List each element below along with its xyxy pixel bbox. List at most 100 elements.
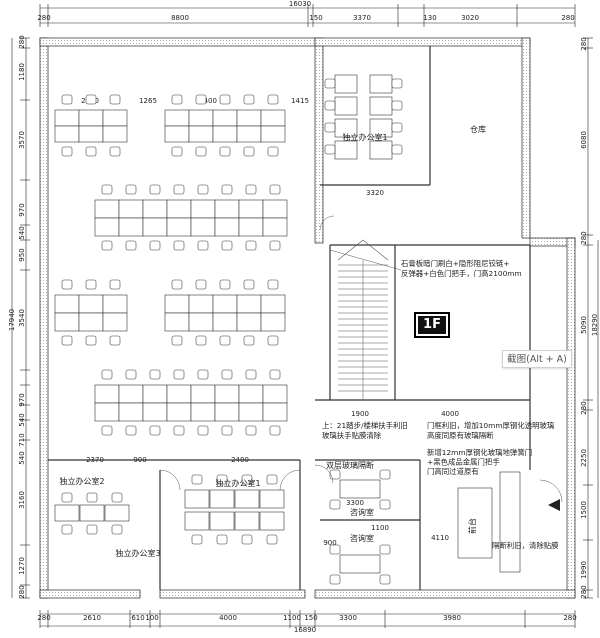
inner-dim-label: 1265: [139, 97, 157, 105]
chair: [191, 534, 203, 545]
desk-cluster-c: [190, 199, 216, 219]
desk-cluster-c: [262, 217, 288, 237]
room-label-office-3: 独立办公室3: [115, 548, 160, 558]
dim-label-bottom-segment: 280: [37, 614, 50, 622]
desk-cluster-d: [102, 294, 128, 314]
chair: [171, 335, 183, 346]
dim-label-right-segment: 6080: [580, 131, 588, 149]
desk-cluster-e: [188, 294, 214, 314]
wall-bottom-right: [314, 589, 576, 599]
chair: [101, 425, 113, 436]
text-labels: 独立办公室1仓库独立办公室2独立办公室3独立办公室1双层玻璃隔断咨询室咨询室前台…: [59, 124, 559, 558]
chair: [219, 146, 231, 157]
desk-cluster-a: [78, 109, 104, 127]
desk-cluster-a: [102, 109, 128, 127]
inner-dim-label: 900: [323, 539, 336, 547]
desk-cluster-c: [94, 199, 120, 219]
dim-label-right-segment: 280: [580, 37, 588, 50]
door-swing-office2: [159, 469, 181, 491]
chair: [171, 279, 183, 290]
note-door-spec: 反弹器+白色门把手，门高2100mm: [401, 269, 522, 278]
chair: [379, 544, 391, 555]
office3-desk: [259, 511, 285, 531]
chair: [324, 122, 336, 133]
inner-dim-label: 4110: [431, 534, 449, 542]
desk-cluster-d: [78, 294, 104, 314]
desk-cluster-f: [94, 402, 120, 422]
chair: [197, 240, 209, 251]
desk-cluster-d: [54, 294, 80, 314]
desk-cluster-c: [142, 217, 168, 237]
wall-column-mid: [314, 37, 324, 244]
chair: [329, 574, 341, 585]
desk-cluster-b: [236, 109, 262, 127]
dim-label-left-segment: 970: [18, 203, 26, 216]
chair: [245, 184, 257, 195]
desk-cluster-b: [188, 125, 214, 143]
chair: [241, 534, 253, 545]
walls: [39, 37, 576, 599]
dim-label-left-segment: 280: [18, 585, 26, 598]
desk-cluster-b: [212, 125, 238, 143]
desk-cluster-f: [214, 402, 240, 422]
chair: [111, 524, 123, 535]
dim-label-left-segment: 280: [18, 35, 26, 48]
dim-label-bottom-segment: 610: [131, 614, 144, 622]
inner-dim-label: 4000: [441, 410, 459, 418]
chair: [267, 335, 279, 346]
chair: [269, 240, 281, 251]
chair: [197, 369, 209, 380]
dim-label-right-total: 18290: [591, 314, 599, 336]
chair: [245, 240, 257, 251]
desk-cluster-b: [212, 109, 238, 127]
chair: [324, 144, 336, 155]
desk-cluster-b: [236, 125, 262, 143]
desk-cluster-f: [262, 402, 288, 422]
chair: [85, 146, 97, 157]
inner-dim-label: 3320: [366, 189, 384, 197]
dim-label-right-segment: 1500: [580, 501, 588, 519]
chair: [269, 184, 281, 195]
chair: [101, 240, 113, 251]
dim-label-top-segment: 3370: [353, 14, 371, 22]
chair: [101, 369, 113, 380]
desk-cluster-f: [166, 384, 192, 404]
desk-cluster-e: [212, 294, 238, 314]
desk-cluster-f: [118, 384, 144, 404]
dim-label-left-segment: 3570: [18, 131, 26, 149]
chair: [269, 425, 281, 436]
office2-desk: [54, 504, 80, 522]
chair: [125, 184, 137, 195]
chair: [125, 369, 137, 380]
dim-label-bottom-segment: 4000: [219, 614, 237, 622]
chair: [61, 335, 73, 346]
dim-label-left-segment: 1180: [18, 63, 26, 81]
chair: [195, 94, 207, 105]
dim-label-top-segment: 280: [561, 14, 574, 22]
chair: [149, 369, 161, 380]
office3-desk: [184, 489, 210, 509]
wall-bottom-left: [39, 589, 141, 599]
floor-label: 1F: [418, 316, 446, 334]
desk-cluster-e: [164, 294, 190, 314]
door-swing-consult: [314, 464, 334, 484]
dim-label-bottom-segment: 100: [145, 614, 158, 622]
desk-cluster-f: [118, 402, 144, 422]
chair: [173, 184, 185, 195]
reception-counter: [457, 487, 493, 559]
wall-top-left: [39, 37, 316, 47]
chair: [149, 425, 161, 436]
desk-cluster-f: [262, 384, 288, 404]
desk-cluster-a: [54, 109, 80, 127]
dim-label-top-segment: 150: [309, 14, 322, 22]
chair: [267, 94, 279, 105]
chair: [109, 335, 121, 346]
office3-desk: [234, 511, 260, 531]
stair-direction-arrow: [337, 239, 389, 261]
dim-label-top-segment: 280: [37, 14, 50, 22]
office3-desk: [209, 511, 235, 531]
desk-cluster-c: [166, 199, 192, 219]
dim-label-left-segment: 970: [18, 393, 26, 406]
